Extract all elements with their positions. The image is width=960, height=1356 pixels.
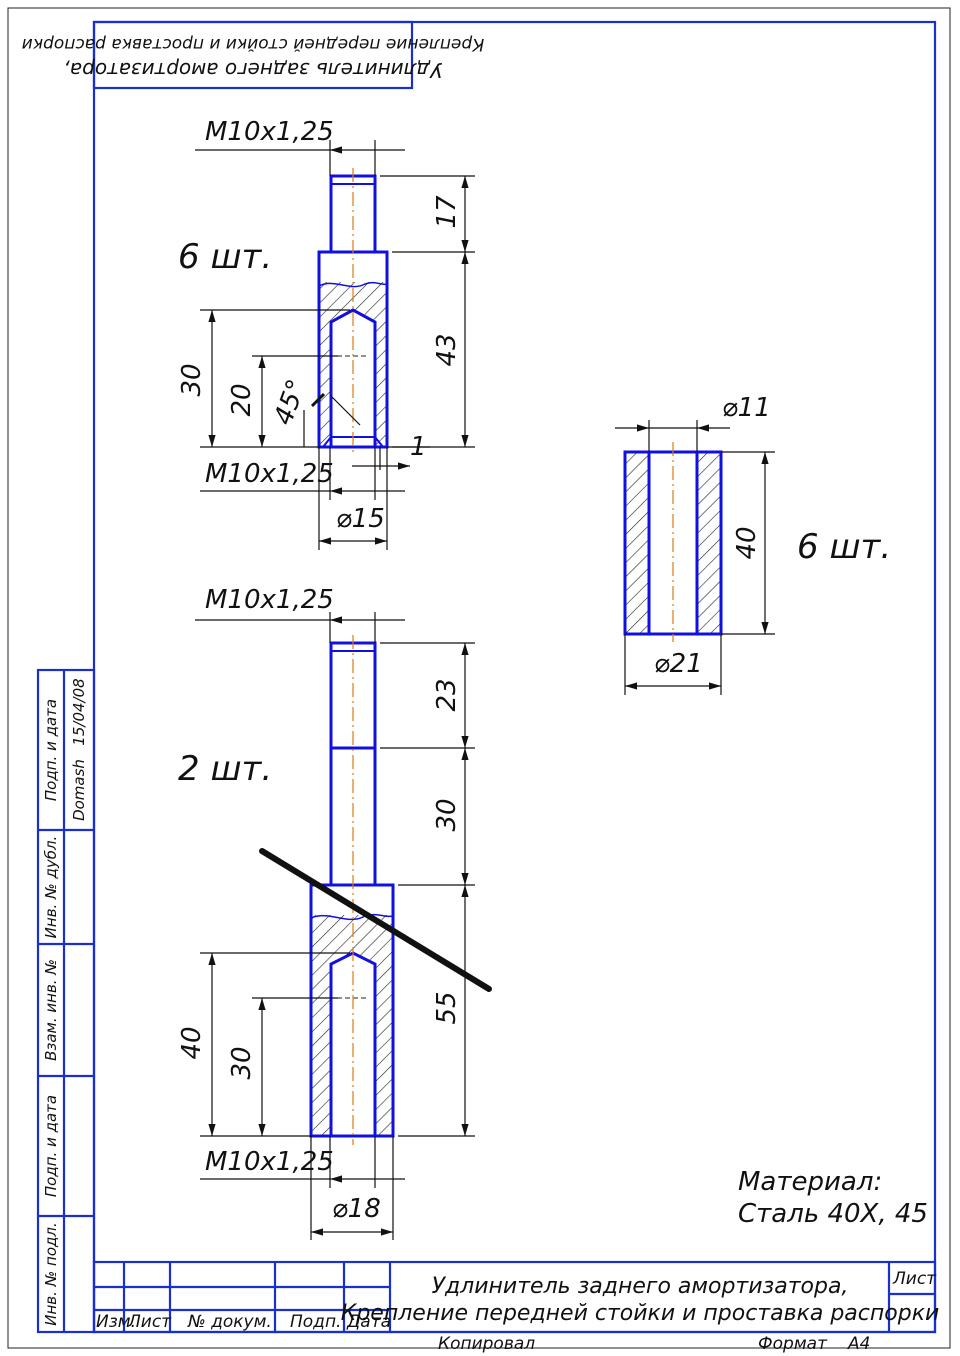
part1-thread-top: M10x1,25 [205,117,334,147]
sheet-label: Лист [892,1269,937,1289]
format-label: Формат [758,1334,828,1354]
side-column: Подп. и дата Domash 15/04/08 Инв. № дубл… [36,668,96,1334]
title-block: Изм. Лист № докум. Подп. Дата Удлинитель… [92,1260,940,1354]
side-inv-dubl: Инв. № дубл. [42,836,60,939]
side-inv-podl: Инв. № подл. [42,1222,60,1325]
part2-dim-23: 23 [432,678,462,711]
part1-dim-17: 17 [432,195,462,229]
part3-dia-inner: ⌀11 [722,393,771,423]
sheet-frame [7,7,951,1349]
part2-dim-30-inner: 30 [227,1046,257,1079]
format-value: А4 [847,1334,870,1354]
part1-quantity: 6 шт. [178,237,272,277]
strike-through-mark [259,848,492,992]
part3-quantity: 6 шт. [797,527,891,567]
part2-drawing: M10x1,25 23 30 55 40 30 M10x1,25 ⌀18 2 ш… [177,585,492,1240]
col-dokum: № докум. [187,1312,272,1332]
part1-dim-20: 20 [227,383,257,416]
part2-dim-40: 40 [177,1026,207,1059]
part1-thread-bottom: M10x1,25 [205,459,334,489]
part1-dim-30: 30 [177,363,207,396]
header-line-1: Удлинитель заднего амортизатора, [64,58,443,82]
part1-drawing: M10x1,25 17 43 30 20 45° 1 M10x1,25 ⌀15 [177,117,475,550]
part1-dim-1: 1 [410,432,427,462]
side-date: 15/04/08 [70,678,88,745]
col-izm: Изм. [96,1312,136,1332]
part2-thread-top: M10x1,25 [205,585,334,615]
header-line-2: Крепление передней стойки и проставка ра… [22,34,485,54]
side-podp-data-2: Подп. и дата [42,1095,60,1197]
title-line-1: Удлинитель заднего амортизатора, [432,1274,849,1299]
side-vzam-inv: Взам. инв. № [42,959,60,1061]
part2-dia: ⌀18 [332,1194,381,1224]
side-podp-data-1: Подп. и дата [42,699,60,801]
part1-dia: ⌀15 [336,504,385,534]
part3-dia-outer: ⌀21 [654,649,703,679]
top-header-block: Удлинитель заднего амортизатора, Креплен… [22,20,485,90]
material-label: Материал: [738,1167,882,1197]
col-list: Лист [127,1312,172,1332]
part1-dim-43: 43 [432,333,462,366]
part2-thread-bottom: M10x1,25 [205,1147,334,1177]
title-line-2: Крепление передней стойки и проставка ра… [341,1301,940,1326]
part3-height: 40 [732,526,762,559]
col-podp: Подп. [290,1312,341,1332]
side-signature: Domash [70,759,88,821]
copied-label: Копировал [438,1334,535,1354]
part2-quantity: 2 шт. [178,749,272,789]
part2-dim-55: 55 [432,991,462,1024]
material-value: Сталь 40Х, 45 [738,1199,928,1229]
part2-dim-30: 30 [432,798,462,831]
part3-drawing: ⌀11 40 ⌀21 6 шт. [615,393,891,695]
material-note: Материал: Сталь 40Х, 45 [738,1167,928,1229]
part1-angle: 45° [269,375,313,429]
col-data: Дата [346,1312,391,1332]
